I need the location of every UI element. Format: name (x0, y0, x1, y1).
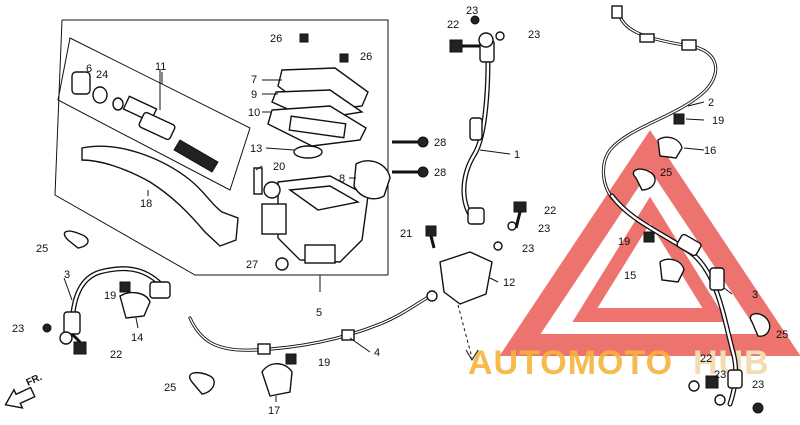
bolt-19-right-mid (643, 231, 655, 243)
piston-kit-box (57, 37, 251, 191)
label-23-top-a: 23 (466, 5, 478, 17)
label-23-bottom-right-a: 23 (714, 369, 726, 381)
label-5: 5 (316, 307, 322, 319)
brake-hose-1 (461, 32, 495, 225)
label-26-b: 26 (360, 51, 372, 63)
label-11: 11 (155, 61, 166, 73)
label-25-left: 25 (36, 243, 48, 255)
master-cylinder-body (261, 175, 369, 264)
washer-23-br-a (688, 380, 700, 392)
brake-pipe-4 (188, 290, 438, 355)
washer-23-top-a (470, 15, 480, 25)
label-15: 15 (624, 270, 636, 282)
boot-13 (293, 145, 323, 159)
label-14: 14 (131, 332, 143, 344)
front-arrow (4, 386, 36, 409)
clamp-17 (261, 363, 293, 397)
label-22-mid: 22 (544, 205, 556, 217)
bolt-19-bottom (285, 353, 297, 365)
label-2: 2 (708, 97, 714, 109)
label-18: 18 (140, 198, 152, 210)
bolt-20 (253, 167, 263, 195)
clamp-14 (119, 291, 151, 319)
label-24: 24 (96, 69, 108, 81)
label-12: 12 (503, 277, 515, 289)
label-19-bottom: 19 (318, 357, 330, 369)
label-23-left: 23 (12, 323, 24, 335)
screw-26b (339, 53, 349, 63)
label-23-bottom-right-b: 23 (752, 379, 764, 391)
label-22-top: 22 (447, 19, 459, 31)
bolt-22-mid (513, 201, 527, 229)
bolt-19-left (119, 281, 131, 293)
clamp-16 (657, 136, 683, 159)
label-22-left: 22 (110, 349, 122, 361)
label-23-mid-b: 23 (522, 243, 534, 255)
bolt-22-left (70, 332, 87, 355)
label-16: 16 (704, 145, 716, 157)
label-3-left: 3 (64, 269, 70, 281)
brake-hose-3-right (609, 193, 743, 407)
brake-pipe-2 (601, 5, 718, 200)
screw-26a (299, 33, 309, 43)
label-3-right: 3 (752, 289, 758, 301)
brake-lever (81, 145, 239, 247)
label-8: 8 (339, 173, 345, 185)
label-20: 20 (273, 161, 285, 173)
label-19-left: 19 (104, 290, 116, 302)
label-19-right-top: 19 (712, 115, 724, 127)
label-28-b: 28 (434, 167, 446, 179)
label-28-a: 28 (434, 137, 446, 149)
label-22-bottom-right: 22 (700, 353, 712, 365)
nut-27 (275, 257, 289, 271)
watermark-text-automoto: AUTOMOTO (468, 344, 673, 382)
callout-labels: 1 2 3 3 4 5 6 7 8 9 10 11 12 13 14 15 16… (12, 5, 788, 417)
joint-12 (439, 251, 493, 305)
bolt-22-br (705, 375, 719, 389)
reservoir-cap-stack (267, 67, 369, 147)
washer-23-mid-b (493, 241, 503, 251)
label-23-top-b: 23 (528, 29, 540, 41)
brake-hose-3-left (59, 266, 171, 345)
label-23-mid-a: 23 (538, 223, 550, 235)
label-7: 7 (251, 74, 257, 86)
label-27: 27 (246, 259, 258, 271)
label-25-right-top: 25 (660, 167, 672, 179)
master-cylinder-box (54, 19, 389, 292)
label-17: 17 (268, 405, 280, 417)
washer-23-br-c (752, 402, 764, 414)
washer-23-top-b (495, 31, 505, 41)
bolt-22-top (449, 39, 480, 53)
clamp-15 (659, 258, 685, 283)
bolts-28 (392, 136, 429, 178)
washer-23-left (42, 323, 52, 333)
washer-23-mid-a (507, 221, 517, 231)
label-1: 1 (514, 149, 520, 161)
watermark-triangle (499, 130, 800, 356)
label-10: 10 (248, 107, 260, 119)
label-21: 21 (400, 228, 412, 240)
clip-25-bottom (189, 371, 215, 395)
clip-25-left (63, 230, 89, 249)
clip-25-right-top (632, 168, 656, 191)
piston-kit (71, 71, 219, 173)
bolt-19-right-top (673, 113, 685, 125)
label-9: 9 (251, 89, 257, 101)
front-arrow-label: FR. (25, 372, 44, 389)
label-6: 6 (86, 63, 92, 75)
label-25-bottom: 25 (164, 382, 176, 394)
label-26-a: 26 (270, 33, 282, 45)
label-19-right-mid: 19 (618, 236, 630, 248)
leader-lines (63, 72, 733, 402)
bolt-21 (425, 225, 437, 249)
holder-8 (353, 160, 391, 200)
clip-25-right-bottom (749, 312, 771, 337)
label-25-right-bottom: 25 (776, 329, 788, 341)
label-4: 4 (374, 347, 380, 359)
washer-23-br-b (714, 394, 726, 406)
label-13: 13 (250, 143, 262, 155)
